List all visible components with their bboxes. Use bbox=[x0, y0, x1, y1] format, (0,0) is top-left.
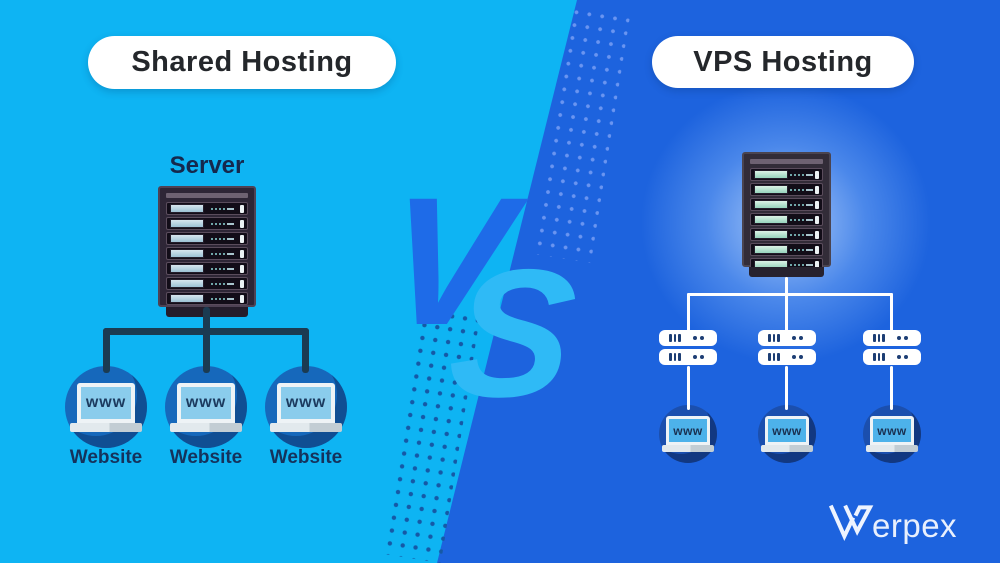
connector-line bbox=[785, 277, 788, 295]
vps-unit bbox=[659, 349, 717, 365]
laptop-base bbox=[761, 445, 813, 452]
website-node: www bbox=[165, 366, 247, 448]
laptop-base bbox=[270, 422, 342, 432]
server-rack-unit bbox=[166, 217, 248, 230]
vps-instance-icon bbox=[863, 330, 921, 368]
website-label: Website bbox=[269, 447, 343, 468]
rack-cap bbox=[750, 159, 823, 164]
website-node: www bbox=[65, 366, 147, 448]
laptop-icon: www bbox=[866, 416, 918, 452]
connector-line bbox=[687, 293, 893, 296]
laptop-icon: www bbox=[170, 382, 242, 432]
connector-line bbox=[203, 307, 210, 331]
website-label: Website bbox=[169, 447, 243, 468]
website-node: www bbox=[265, 366, 347, 448]
laptop-base bbox=[70, 422, 142, 432]
rack-cap bbox=[166, 193, 248, 198]
versus-letter-s: S bbox=[441, 231, 585, 435]
website-label: Website bbox=[69, 447, 143, 468]
vps-hosting-title: VPS Hosting bbox=[693, 45, 873, 78]
connector-line bbox=[302, 328, 309, 373]
connector-line bbox=[890, 366, 893, 410]
verpex-logo: erpex bbox=[826, 497, 957, 545]
shared-hosting-title-pill: Shared Hosting bbox=[88, 36, 396, 89]
vps-instance-icon bbox=[659, 330, 717, 368]
server-label: Server bbox=[169, 152, 245, 179]
connector-line bbox=[687, 293, 690, 331]
server-rack-unit bbox=[750, 228, 823, 241]
website-node: www bbox=[863, 405, 921, 463]
www-text: www bbox=[673, 423, 703, 438]
vps-unit bbox=[863, 349, 921, 365]
server-rack-unit bbox=[750, 168, 823, 181]
rack-base bbox=[749, 267, 824, 277]
vps-hosting-title-pill: VPS Hosting bbox=[652, 36, 914, 88]
server-rack-unit bbox=[750, 243, 823, 256]
server-rack-unit bbox=[166, 232, 248, 245]
website-node: www bbox=[659, 405, 717, 463]
server-rack-unit bbox=[750, 183, 823, 196]
server-rack-unit bbox=[166, 202, 248, 215]
laptop-icon: www bbox=[270, 382, 342, 432]
vps-instance-icon bbox=[758, 330, 816, 368]
connector-line bbox=[103, 328, 110, 373]
vps-server-rack-icon bbox=[742, 152, 831, 271]
connector-line bbox=[785, 293, 788, 331]
www-text: www bbox=[877, 423, 907, 438]
laptop-icon: www bbox=[70, 382, 142, 432]
vps-unit bbox=[758, 349, 816, 365]
connector-line bbox=[203, 328, 210, 373]
www-text: www bbox=[772, 423, 802, 438]
www-text: www bbox=[185, 393, 227, 411]
server-rack-unit bbox=[750, 198, 823, 211]
server-rack-unit bbox=[166, 262, 248, 275]
server-rack-unit bbox=[166, 277, 248, 290]
server-rack-unit bbox=[750, 213, 823, 226]
laptop-base bbox=[662, 445, 714, 452]
connector-line bbox=[785, 366, 788, 410]
server-rack-unit bbox=[166, 292, 248, 305]
server-rack-unit bbox=[166, 247, 248, 260]
www-text: www bbox=[285, 393, 327, 411]
laptop-icon: www bbox=[662, 416, 714, 452]
connector-line bbox=[890, 293, 893, 331]
connector-line bbox=[687, 366, 690, 410]
vps-unit bbox=[758, 330, 816, 346]
website-node: www bbox=[758, 405, 816, 463]
verpex-w-mark-icon bbox=[828, 504, 874, 541]
laptop-icon: www bbox=[761, 416, 813, 452]
vps-unit bbox=[659, 330, 717, 346]
verpex-logo-text: erpex bbox=[872, 507, 958, 544]
www-text: www bbox=[85, 393, 127, 411]
laptop-base bbox=[866, 445, 918, 452]
shared-hosting-title: Shared Hosting bbox=[131, 46, 353, 78]
shared-server-rack-icon bbox=[158, 186, 256, 307]
laptop-base bbox=[170, 422, 242, 432]
vps-unit bbox=[863, 330, 921, 346]
